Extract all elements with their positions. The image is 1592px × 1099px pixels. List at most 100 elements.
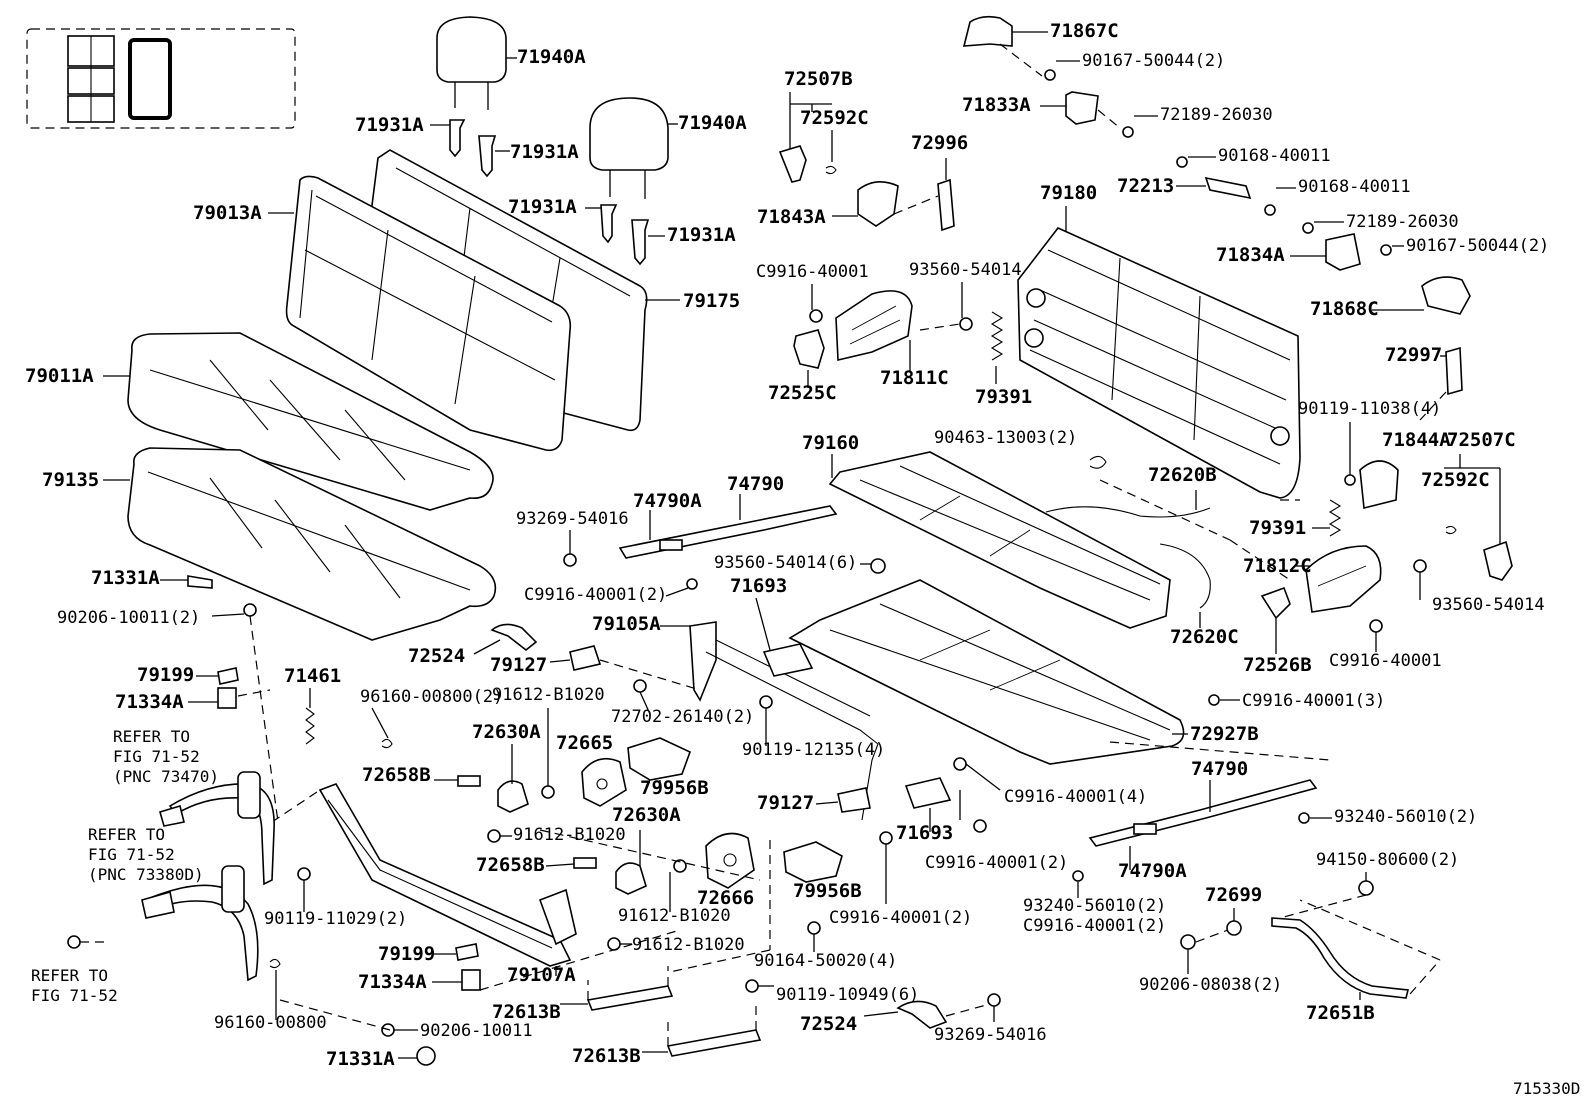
part-label-p-79180: 79180 [1040, 182, 1097, 204]
part-label-p-72658B-b: 72658B [476, 854, 545, 876]
part-label-p-90206-10011-b: 90206-10011 [420, 1021, 533, 1041]
seatback-front-79013A [268, 175, 572, 452]
latch-72630A-b [615, 830, 647, 895]
part-label-p-93560-54014-a: 93560-54014 [909, 260, 1022, 280]
diagram-code: 715330D [1513, 1079, 1580, 1098]
part-number-labels: 71940A71931A71931A71940A71931A71931A7901… [25, 20, 1549, 1070]
part-label-p-90119-10949: 90119-10949(6) [776, 985, 919, 1005]
bracket-79127-b [815, 787, 871, 813]
part-label-p-71334A-a: 71334A [115, 691, 184, 713]
knob-72997 [1419, 346, 1463, 421]
part-label-p-90119-12135: 90119-12135(4) [742, 740, 885, 760]
release-handle-72507B [778, 92, 837, 183]
part-label-p-79127-a: 79127 [490, 654, 547, 676]
screw-90164 [953, 757, 1001, 833]
rail-79107A [318, 783, 577, 976]
part-label-p-90167-50044-b: 90167-50044(2) [1406, 236, 1549, 256]
part-label-p-79391-b: 79391 [1249, 517, 1306, 539]
part-label-p-71931A-1: 71931A [355, 114, 424, 136]
part-label-p-90206-10011-a: 90206-10011(2) [57, 608, 200, 628]
cover-72524-b [863, 993, 1001, 1029]
seat-belt-73380D [67, 865, 259, 982]
part-label-p-90167-50044-a: 90167-50044(2) [1082, 51, 1225, 71]
part-label-p-72666: 72666 [697, 887, 754, 909]
part-label-p-93240-56010-b: 93240-56010(2) [1023, 896, 1166, 916]
cover-71843A [832, 181, 939, 227]
bolts-91612 [487, 679, 773, 951]
part-label-p-93560-54014-b: 93560-54014 [1432, 595, 1545, 615]
refer-note-73470-line2: FIG 71-52 [113, 747, 200, 766]
pad-79956B-b [783, 841, 843, 883]
part-label-p-C9916-40001-a: C9916-40001 [756, 262, 869, 282]
headrest-guides [430, 119, 665, 266]
part-label-p-90164-50020: 90164-50020(4) [754, 951, 897, 971]
bracket-72213 [1176, 156, 1296, 216]
seat-base-72927B [788, 579, 1331, 765]
knob-72996 [937, 158, 955, 232]
rail-72613B-b [642, 831, 893, 1057]
part-label-p-71461: 71461 [284, 665, 341, 687]
refer-note-73470-line3: (PNC 73470) [113, 767, 219, 786]
part-label-p-91612-B1020-a: 91612-B1020 [492, 685, 605, 705]
part-label-p-90168-40011-a: 90168-40011 [1218, 146, 1331, 166]
cover-72526B [1260, 586, 1291, 654]
part-label-p-96160-00800-b: 96160-00800 [214, 1013, 327, 1033]
belt-buckle-74790-lower [1088, 779, 1318, 870]
part-label-p-74790A-2: 74790A [1118, 860, 1187, 882]
refer-note-73380D-line3: (PNC 73380D) [88, 865, 204, 884]
part-label-p-90168-40011-b: 90168-40011 [1298, 177, 1411, 197]
cover-72524-a [473, 623, 538, 655]
part-label-p-71868C: 71868C [1310, 298, 1379, 320]
seat-belt-73470 [159, 771, 275, 886]
part-label-p-72702-26140: 72702-26140(2) [611, 707, 754, 727]
part-label-p-72592C-1: 72592C [800, 107, 869, 129]
part-label-p-72630A-a: 72630A [472, 721, 541, 743]
part-label-p-C9916-40001-d: C9916-40001(4) [1004, 787, 1147, 807]
part-label-p-91612-B1020-c: 91612-B1020 [618, 906, 731, 926]
part-label-p-72525C: 72525C [768, 382, 837, 404]
part-label-p-71931A-3: 71931A [508, 196, 577, 218]
part-label-p-71834A: 71834A [1216, 244, 1285, 266]
leader-lines-left [237, 615, 771, 1031]
part-label-p-79956B-a: 79956B [640, 777, 709, 799]
bracket-71693-a [755, 597, 814, 677]
part-label-p-72630A-b: 72630A [612, 804, 681, 826]
part-label-p-71693-a: 71693 [730, 575, 787, 597]
part-label-p-71811C: 71811C [880, 367, 949, 389]
part-label-p-79199-b: 79199 [378, 943, 435, 965]
refer-note-73380D-line2: FIG 71-52 [88, 845, 175, 864]
refer-note-73470-line1: REFER TO [113, 727, 190, 746]
part-label-p-72651B: 72651B [1306, 1002, 1375, 1024]
part-label-p-90119-11029: 90119-11029(2) [264, 909, 407, 929]
inset-third-row-highlight [128, 38, 172, 120]
part-label-p-93269-54016-b: 93269-54016 [934, 1025, 1047, 1045]
part-label-p-72665: 72665 [556, 732, 613, 754]
part-label-p-C9916-40001-b: C9916-40001 [1329, 651, 1442, 671]
spring-79391-b [1312, 499, 1342, 537]
part-label-p-79011A: 79011A [25, 365, 94, 387]
part-label-p-90206-08038: 90206-08038(2) [1139, 975, 1282, 995]
release-handle-72507C [1444, 454, 1513, 581]
part-label-p-72524-b: 72524 [800, 1013, 857, 1035]
part-label-p-72592C-2: 72592C [1421, 469, 1490, 491]
part-label-p-72620B: 72620B [1148, 464, 1217, 486]
part-label-p-71693-b: 71693 [896, 822, 953, 844]
part-label-p-91612-B1020-d: 91612-B1020 [632, 935, 745, 955]
part-label-p-C9916-40001-h: C9916-40001(2) [829, 908, 972, 928]
part-label-p-C9916-40001-c: C9916-40001(2) [524, 585, 667, 605]
part-label-p-79135: 79135 [42, 469, 99, 491]
part-label-p-72996: 72996 [911, 132, 968, 154]
part-label-p-72699: 72699 [1205, 884, 1262, 906]
part-label-p-72658B-a: 72658B [362, 764, 431, 786]
cover-71844A [1344, 422, 1399, 509]
damper-72665 [581, 757, 627, 807]
part-label-p-72189-26030-a: 72189-26030 [1160, 105, 1273, 125]
part-label-p-79175: 79175 [683, 290, 740, 312]
part-label-p-74790-1: 74790 [727, 473, 784, 495]
part-label-p-96160-00800-a: 96160-00800(2) [360, 687, 503, 707]
part-label-p-C9916-40001-f: C9916-40001(3) [1242, 691, 1385, 711]
cover-72525C [793, 329, 825, 388]
hinge-71812C [1296, 545, 1427, 652]
damper-72666 [705, 832, 755, 889]
